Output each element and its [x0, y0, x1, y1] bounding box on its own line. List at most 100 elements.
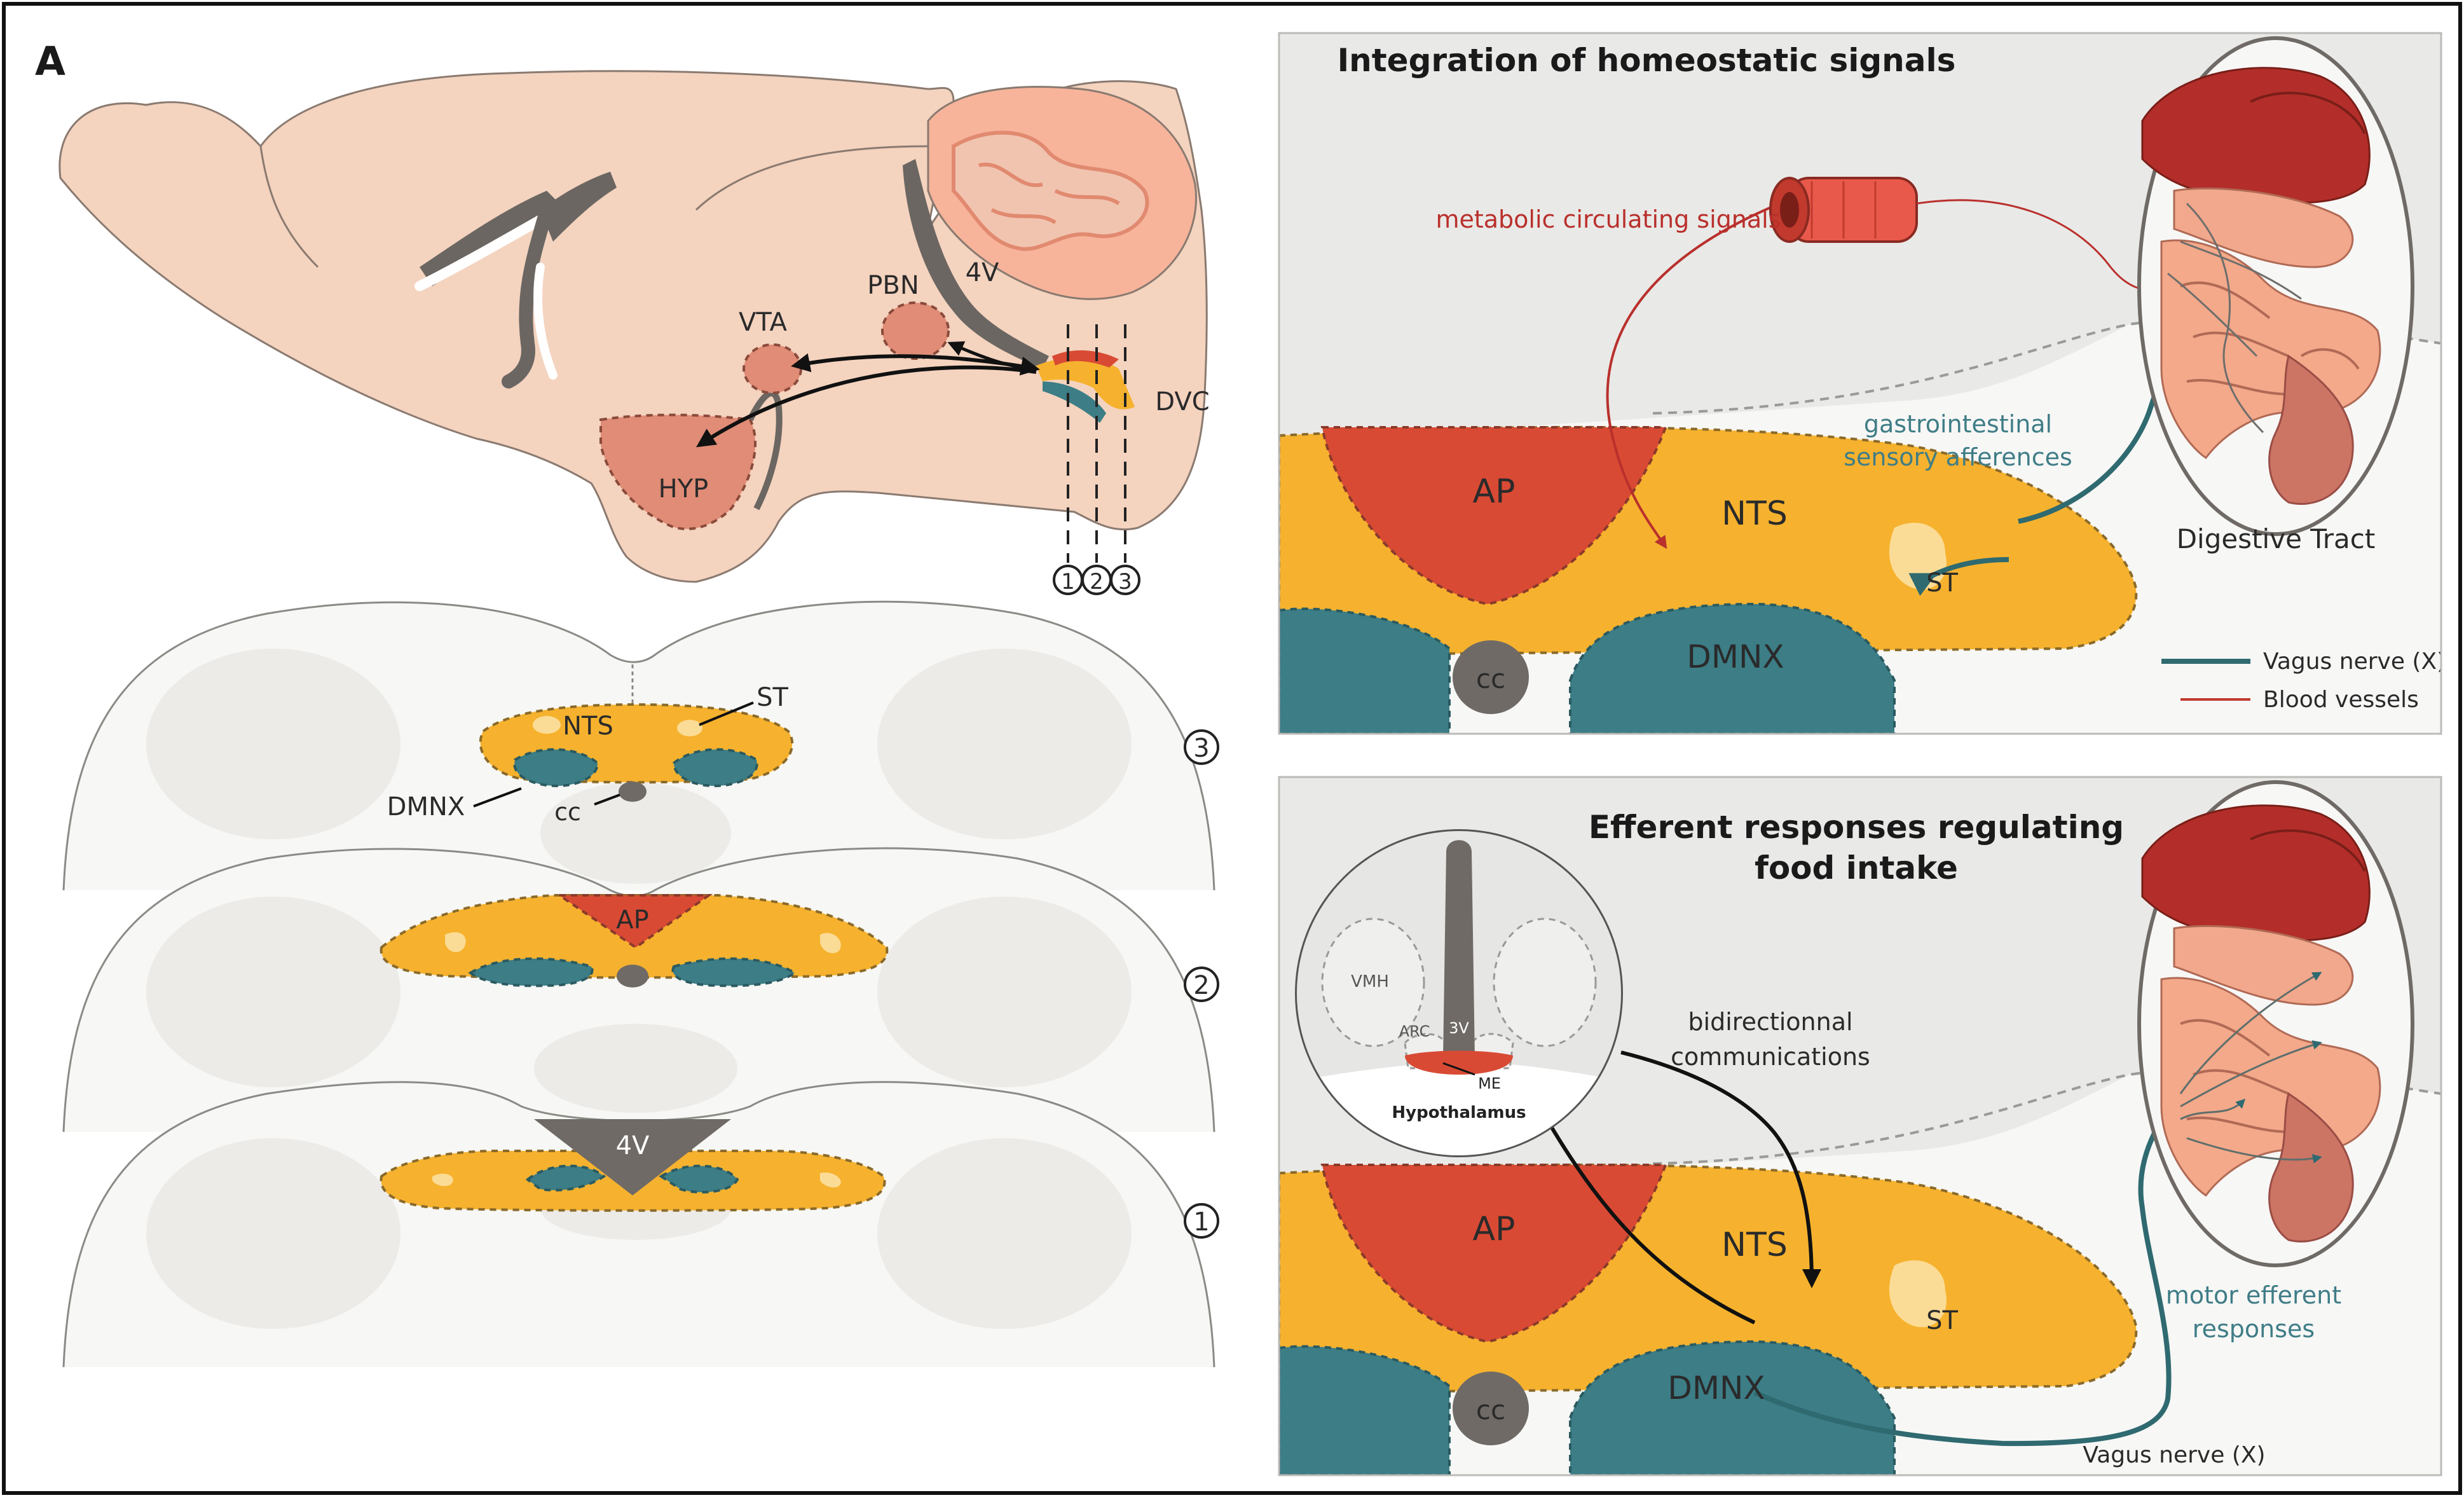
section-2-st-left — [445, 932, 466, 953]
bottom-dmnx-right — [1569, 1340, 1896, 1475]
section-1-st-right — [820, 1173, 841, 1188]
panel-b: B — [1278, 32, 2446, 1476]
bottom-arrow-to-nts — [1620, 1050, 1821, 1288]
pbn-region — [881, 301, 950, 360]
bottom-dmnx-label: DMNX — [1667, 1370, 1765, 1407]
bottom-dmnx-left — [1279, 1345, 1451, 1475]
cerebellum-folia-lines — [978, 162, 1120, 224]
section-1-4v — [534, 1119, 731, 1195]
inset-vmh-label: VMH — [1351, 972, 1389, 991]
coronal-section-3: NTS ST DMNX cc 3 — [62, 600, 1219, 891]
section-3-dmnx-right — [672, 748, 758, 787]
section-3-lobe-right — [877, 649, 1132, 839]
section-2-st-right — [820, 933, 841, 954]
panel-a: A — [35, 38, 1219, 1368]
section-1-lobe-right — [877, 1138, 1132, 1329]
section-3-st-pointer — [699, 701, 754, 726]
vta-region — [743, 343, 802, 394]
section-2-core — [534, 1024, 737, 1113]
section-1-number: 1 — [1193, 1208, 1209, 1237]
gi-label-line1: gastrointestinal — [1864, 410, 2052, 438]
inset-me-label: ME — [1478, 1075, 1501, 1092]
top-ap — [1320, 426, 1667, 606]
section-2-number: 2 — [1193, 971, 1209, 1000]
section-2-ap — [555, 894, 713, 949]
section-2-ap-label: AP — [616, 905, 648, 935]
section-3-cc-label: cc — [554, 798, 581, 826]
section-3-number: 3 — [1193, 734, 1209, 763]
fornix-tract — [533, 263, 558, 380]
ventricle-branch — [540, 172, 617, 242]
fourth-ventricle-shape — [903, 159, 1049, 369]
pbn-label: PBN — [867, 271, 919, 300]
top-dmnx-label: DMNX — [1687, 638, 1784, 675]
white-matter-tract — [414, 211, 552, 291]
third-ventricle-edge — [747, 390, 783, 511]
section-marker-2-label: 2 — [1090, 569, 1104, 595]
hyp-dvc-arrow — [696, 365, 1037, 448]
bidir-label-line1: bidirectionnal — [1688, 1008, 1852, 1036]
hyp-label: HYP — [659, 474, 709, 504]
cortex-boundary — [695, 145, 929, 211]
top-cc-label: cc — [1476, 663, 1505, 694]
panel-a-letter: A — [35, 38, 65, 85]
metabolic-arrow — [1606, 202, 1781, 549]
section-1-4v-label: 4V — [616, 1131, 650, 1160]
bottom-vagus-efferent — [1753, 1092, 2183, 1447]
top-dmnx-right — [1569, 602, 1896, 734]
sagittal-brain: 1 2 3 VTA PBN 4V DVC HYP — [58, 70, 1210, 595]
section-3-st-left — [533, 716, 561, 734]
inset-arc-label: ARC — [1399, 1022, 1430, 1040]
bottom-ap — [1320, 1164, 1667, 1344]
motor-label-line2: responses — [2193, 1315, 2315, 1343]
legend-vagus-label: Vagus nerve (X) — [2263, 649, 2446, 675]
top-ap-label: AP — [1473, 472, 1516, 511]
top-vagus-arrow — [1908, 557, 2009, 596]
section-1-number-circle — [1184, 1203, 1219, 1239]
bottom-panel-border — [1278, 776, 2442, 1476]
section-2-lobe-left — [146, 897, 400, 1087]
hypothalamus-inset: VMH ARC 3V ME Hypothalamus — [1295, 829, 1623, 1157]
section-2-cc — [617, 965, 648, 987]
panel-b-top: Digestive Tract Integration of homeostat… — [1279, 33, 2446, 734]
olfactory-boundary — [259, 146, 319, 268]
legend-blood-label: Blood vessels — [2263, 687, 2419, 713]
gi-label-line2: sensory afferences — [1844, 443, 2072, 471]
bottom-cc — [1453, 1372, 1529, 1445]
section-1-lobe-left — [146, 1138, 400, 1329]
section-3-dmnx-left — [513, 748, 599, 787]
inset-hypothalamus-label: Hypothalamus — [1392, 1103, 1526, 1122]
bottom-digestive-oval — [2137, 780, 2414, 1267]
ventricle-descending — [502, 203, 554, 389]
bottom-title-line2: food intake — [1755, 850, 1958, 886]
bottom-ap-label: AP — [1473, 1210, 1516, 1248]
panel-b-bottom: VMH ARC 3V ME Hypothalamus Efferent resp… — [1279, 777, 2441, 1475]
section-3-core — [540, 782, 731, 884]
section-3-dmnx-label: DMNX — [387, 792, 465, 822]
section-1-st-left — [432, 1173, 453, 1187]
section-3-st-right — [677, 720, 702, 736]
bidir-label-line2: communications — [1671, 1043, 1870, 1071]
cerebellum-folia — [952, 130, 1149, 251]
top-legend: Vagus nerve (X) Blood vessels — [2161, 649, 2446, 713]
section-3-cc — [619, 781, 647, 802]
bottom-title-line1: Efferent responses regulating — [1589, 809, 2124, 846]
bottom-cc-label: cc — [1476, 1394, 1505, 1426]
motor-label-line1: motor efferent — [2166, 1281, 2341, 1309]
section-3-nts-label: NTS — [563, 712, 613, 741]
section-2-lobe-right — [877, 897, 1132, 1087]
section-3-st-label: ST — [756, 683, 788, 712]
bottom-st-label: ST — [1926, 1306, 1958, 1335]
top-digestive-oval — [2137, 36, 2414, 536]
top-dmnx-left — [1279, 607, 1451, 734]
section-3-cc-pointer — [594, 794, 620, 806]
top-st-label: ST — [1926, 568, 1958, 598]
fourth-ventricle-label: 4V — [966, 258, 999, 287]
section-2-number-circle — [1184, 967, 1219, 1002]
bottom-st — [1889, 1260, 1947, 1328]
metabolic-label: metabolic circulating signals — [1435, 205, 1781, 233]
dvc-dmnx — [1043, 382, 1106, 423]
section-3-dmnx-pointer — [473, 787, 522, 808]
bottom-vagus-label: Vagus nerve (X) — [2083, 1442, 2265, 1468]
